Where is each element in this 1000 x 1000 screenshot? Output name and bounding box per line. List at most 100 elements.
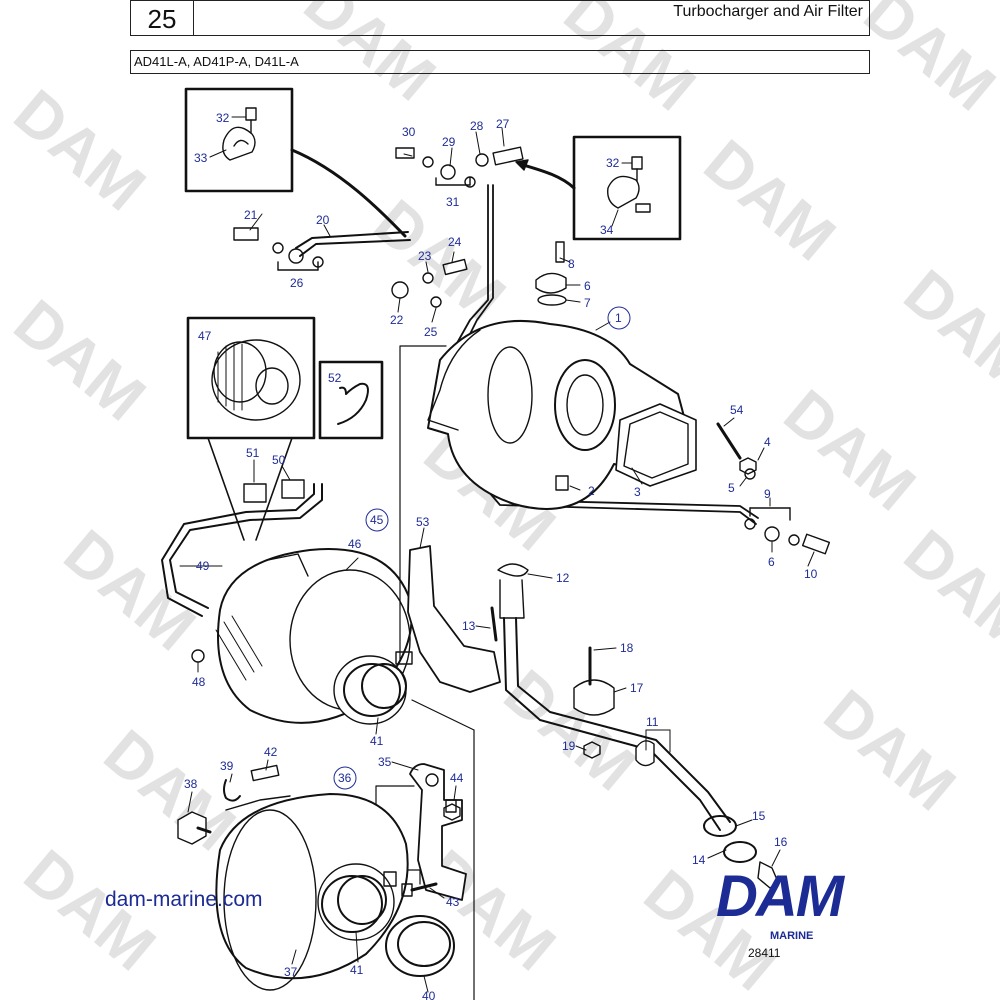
callout-44: 44 xyxy=(450,771,464,785)
callout-41: 41 xyxy=(370,734,384,748)
callout-48: 48 xyxy=(192,675,206,689)
callout-38: 38 xyxy=(184,777,198,791)
section-number: 25 xyxy=(130,0,194,36)
callout-41: 41 xyxy=(350,963,364,977)
filter-element-47 xyxy=(211,339,301,421)
callout-50: 50 xyxy=(272,453,286,467)
dam-logo: DAM xyxy=(716,864,844,929)
oil-flange-6-7-8 xyxy=(535,241,567,306)
arrow-head xyxy=(515,159,529,171)
callout-18: 18 xyxy=(620,641,634,655)
callout-17: 17 xyxy=(630,681,644,695)
callout-9: 9 xyxy=(764,487,771,501)
callout-23: 23 xyxy=(418,249,432,263)
leader-lines xyxy=(179,116,815,993)
ring-40 xyxy=(385,915,455,977)
callout-15: 15 xyxy=(752,809,766,823)
callout-35: 35 xyxy=(378,755,392,769)
pointer-arrow-left xyxy=(290,148,407,238)
callout-13: 13 xyxy=(462,619,476,633)
callout-32: 32 xyxy=(606,156,620,170)
callout-40: 40 xyxy=(422,989,436,1000)
page-title: Turbocharger and Air Filter xyxy=(194,0,870,36)
callout-52: 52 xyxy=(328,371,342,385)
clip-clamp-left xyxy=(222,107,257,161)
callout-29: 29 xyxy=(442,135,456,149)
callout-27: 27 xyxy=(496,117,510,131)
callout-26: 26 xyxy=(290,276,304,290)
callout-22: 22 xyxy=(390,313,404,327)
stud-54 xyxy=(716,422,742,460)
callout-31: 31 xyxy=(446,195,460,209)
small-parts-38-39-42 xyxy=(177,764,280,845)
hose-clamp-41-upper xyxy=(343,651,413,717)
callout-20: 20 xyxy=(316,213,330,227)
callout-46: 46 xyxy=(348,537,362,551)
drawing-number: 28411 xyxy=(748,946,781,960)
callout-54: 54 xyxy=(730,403,744,417)
clip-52 xyxy=(337,382,369,425)
gasket-3 xyxy=(615,403,697,487)
callout-43: 43 xyxy=(446,895,460,909)
clamp-17 xyxy=(573,646,615,759)
callout-34: 34 xyxy=(600,223,614,237)
nut-44 xyxy=(443,803,461,821)
callout-53: 53 xyxy=(416,515,430,529)
hose-clamps-14-15 xyxy=(703,815,779,889)
callout-5: 5 xyxy=(728,481,735,495)
callout-circle-45 xyxy=(365,508,389,532)
guide-line xyxy=(399,345,447,661)
callout-6: 6 xyxy=(768,555,775,569)
callout-49: 49 xyxy=(196,559,210,573)
oil-pipe-20 xyxy=(233,227,411,271)
callout-21: 21 xyxy=(244,208,258,222)
website-link[interactable]: dam-marine.com xyxy=(105,888,263,911)
callout-47: 47 xyxy=(198,329,212,343)
callout-2: 2 xyxy=(588,484,595,498)
callout-24: 24 xyxy=(448,235,462,249)
callout-7: 7 xyxy=(584,296,591,310)
breather-hose-49 xyxy=(161,479,323,617)
washer-5 xyxy=(744,468,756,480)
engine-models: AD41L-A, AD41P-A, D41L-A xyxy=(130,50,870,74)
callout-33: 33 xyxy=(194,151,208,165)
callout-30: 30 xyxy=(402,125,416,139)
callout-28: 28 xyxy=(470,119,484,133)
callout-11: 11 xyxy=(646,715,659,729)
banjo-fittings xyxy=(391,258,468,308)
callout-19: 19 xyxy=(562,739,576,753)
air-filter-housing-46 xyxy=(191,548,413,725)
callout-circle-36 xyxy=(333,766,357,790)
callout-14: 14 xyxy=(692,853,706,867)
inset-box-clamp-left xyxy=(184,87,294,193)
callout-10: 10 xyxy=(804,567,818,581)
hose-clamp-41-lower xyxy=(321,871,397,933)
bracket-53 xyxy=(407,545,501,693)
dam-logo-subtitle: MARINE xyxy=(770,930,814,942)
callout-45: 45 xyxy=(370,513,384,527)
callout-32: 32 xyxy=(216,111,230,125)
inset-box-filter-element xyxy=(186,316,316,440)
union-fittings-right xyxy=(744,507,831,555)
callout-37: 37 xyxy=(284,965,298,979)
callout-36: 36 xyxy=(338,771,352,785)
callout-39: 39 xyxy=(220,759,234,773)
callout-12: 12 xyxy=(556,571,570,585)
nut-4 xyxy=(739,457,757,475)
callout-4: 4 xyxy=(764,435,771,449)
callout-6: 6 xyxy=(584,279,591,293)
callout-8: 8 xyxy=(568,257,575,271)
callout-1: 1 xyxy=(615,311,622,325)
callout-25: 25 xyxy=(424,325,438,339)
callout-51: 51 xyxy=(246,446,260,460)
callout-42: 42 xyxy=(264,745,278,759)
clip-clamp-right xyxy=(607,156,651,213)
callout-16: 16 xyxy=(774,835,788,849)
pointer-arrow-right xyxy=(518,162,576,190)
callout-circle-1 xyxy=(607,306,631,330)
inset-box-clip-52 xyxy=(318,360,384,440)
oil-drain-pipe xyxy=(503,617,721,831)
